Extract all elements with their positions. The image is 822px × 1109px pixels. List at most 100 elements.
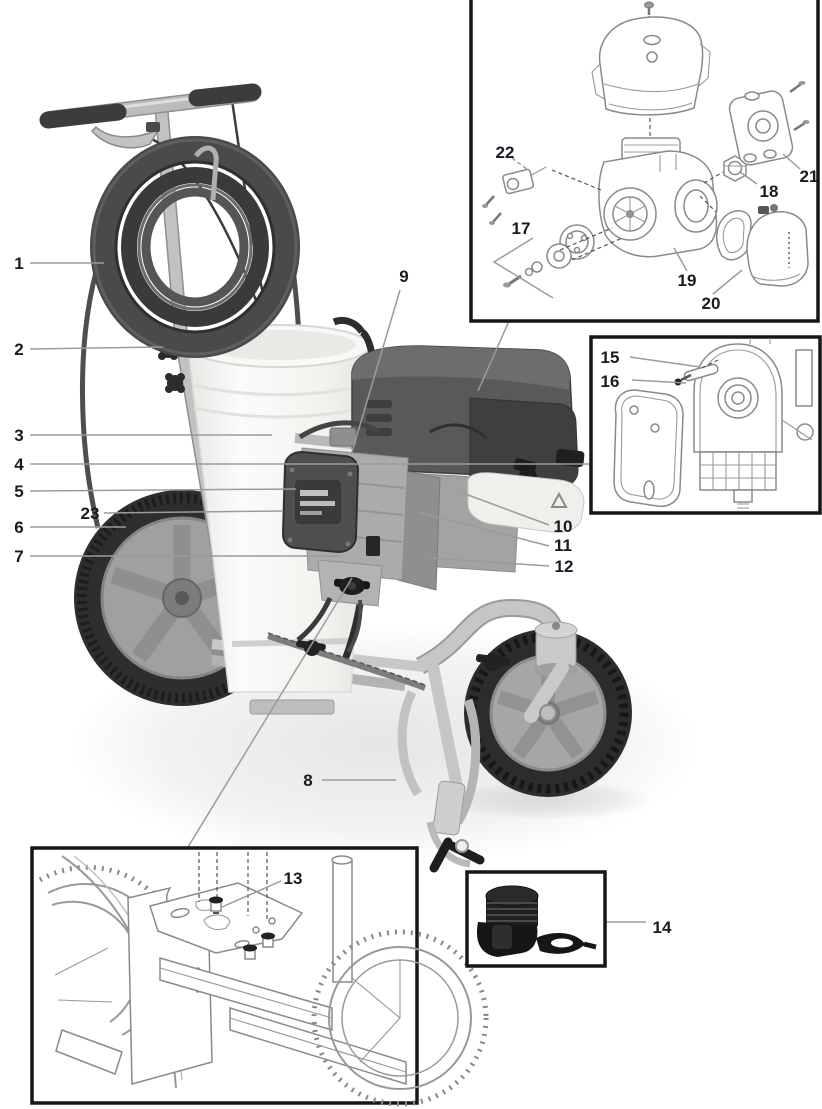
hose-coil-inner [141,187,249,307]
gun-holder-assembly [267,632,511,873]
shroud-part [613,389,684,508]
leader-line-12 [429,557,550,567]
leader-line-mount-to-inset [187,577,353,848]
callout-15: 15 [601,348,620,367]
trigger-pivot [146,122,160,132]
nut-part [723,155,747,182]
inset-pump-detail: 15 16 [589,335,822,515]
callout-7: 7 [14,547,23,566]
front-caster [464,621,632,797]
leader-line-23 [103,510,283,514]
hose-fitting [329,427,357,447]
leader-line-15 [629,356,701,368]
caster-fork [524,661,569,723]
hose-left-drop [79,257,103,529]
pump-hose [298,420,382,440]
inset-frame-mount: 13 [30,846,489,1107]
leader-line-16 [631,379,687,384]
bucket-ridge-2 [193,406,365,419]
drain-tube [346,599,363,654]
callout-16: 16 [601,372,620,391]
gun-tip [455,839,469,853]
starter-grip [513,458,537,474]
pump-assembly [281,447,441,654]
callout-18: 18 [760,182,779,201]
callout-10: 10 [554,517,573,536]
hose-coil-ring2 [137,183,253,311]
caster-swivel-bolt [552,622,560,630]
callout-17: 17 [512,219,531,238]
pump-cover-screws [287,467,353,547]
callout-9: 9 [399,267,408,286]
leader-line-engine-to-inset [477,320,510,392]
floor-shadow-caster [443,780,653,820]
leader-line-22 [511,157,529,171]
bucket-ridge-1 [191,383,367,397]
leader-line-10 [459,491,550,526]
pump-label-text-lines [300,490,335,515]
callout-22: 22 [496,143,515,162]
callout-23: 23 [81,504,100,523]
callout-5: 5 [14,482,23,501]
callout-21: 21 [800,167,819,186]
isolator-part-2 [243,944,257,960]
power-switch [366,536,380,556]
callout-2: 2 [14,340,23,359]
engine-block-part [598,137,718,258]
caster-tread [467,632,629,794]
gooseneck-tube [416,600,563,673]
leader-line-21 [782,153,801,170]
air-gasket-part [716,210,752,261]
fuel-tank [467,472,585,533]
dash-coil-engine [551,169,602,191]
rear-hub-cap [175,591,189,605]
leader-line-20 [712,269,743,295]
warning-triangle [550,491,568,508]
isolator-part-3 [261,932,275,948]
leader-lines [29,262,646,923]
right-wheel-part [311,929,489,1107]
callout-20: 20 [702,294,721,313]
ignition-coil-part [482,166,547,225]
callout-11: 11 [554,536,572,555]
hose-coil-ring3 [92,138,298,356]
siphon-tube [296,596,333,642]
gun-tip-guard-left [429,837,453,873]
callout-6: 6 [14,518,23,537]
starter-housing-part [728,81,810,166]
callout-19: 19 [678,271,697,290]
screw-part-top [644,1,654,15]
isolator-part-1 [209,896,223,914]
callout-4: 4 [14,455,24,474]
engine-cover-part [591,16,711,116]
callout-13: 13 [284,869,303,888]
frame-foot [249,699,335,715]
hose-coil-mid [121,167,269,327]
adapter-fitting-part [476,885,597,957]
leader-line-11 [417,511,550,547]
caster-axle-bolt [539,704,557,722]
gun-body [432,780,466,836]
leader-line-19 [673,247,688,272]
leader-line-18 [739,171,758,185]
callout-3: 3 [14,426,23,445]
callout-1: 1 [14,254,23,273]
handlebar [39,83,262,149]
spark-plug-wire [429,423,487,440]
handlebar-grip-right [188,83,262,107]
gun-hose-braid-line [267,632,426,686]
hose-coil-outer [90,136,300,358]
inset-adapter [465,870,607,968]
hose-coil [90,136,300,358]
handlebar-grip-left [39,103,127,129]
dash-nut-engine [703,171,724,184]
fastener-strip-part [674,359,719,386]
bucket-holder-hook [332,316,365,335]
callout-8: 8 [303,771,312,790]
leader-line-2 [29,346,164,350]
leader-line-5 [29,488,297,492]
air-cover-part [746,204,809,287]
dash-clutch-1 [559,227,613,251]
